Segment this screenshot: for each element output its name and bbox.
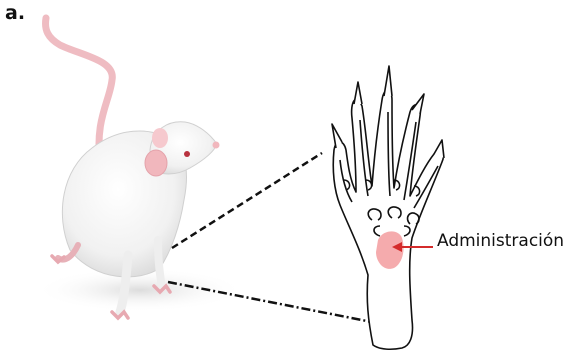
rat-nose	[213, 142, 220, 149]
claw-toe-2	[354, 82, 362, 104]
administration-label: Administración	[437, 231, 564, 251]
zoom-line-upper	[172, 153, 322, 248]
rat-front-leg-right	[158, 240, 162, 288]
rat-illustration	[35, 18, 245, 318]
paw-diagram	[332, 66, 444, 349]
claw-toe-3	[384, 66, 392, 96]
rat-ear-back	[152, 128, 168, 148]
rat-ear-front	[145, 150, 167, 176]
rat-tail	[46, 18, 113, 160]
rat-eye	[184, 151, 190, 157]
panel-label: a.	[5, 2, 25, 24]
